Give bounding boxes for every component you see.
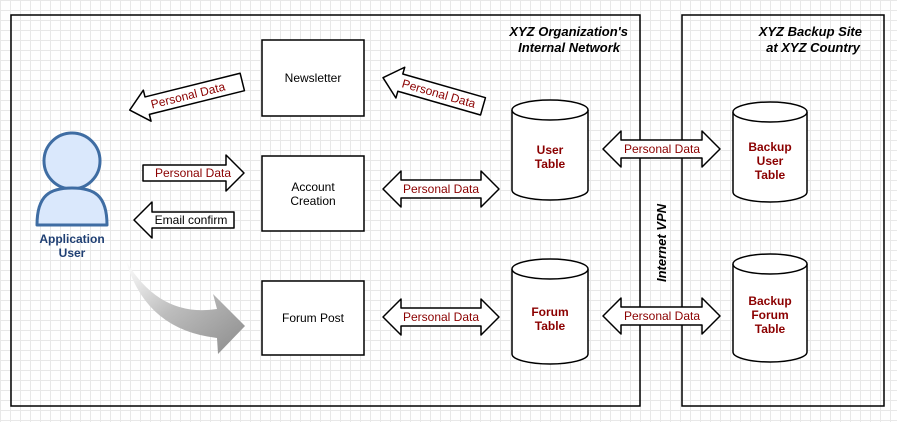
account-to-user-label: Email confirm <box>155 213 228 227</box>
vpn-user-replication-arrow: Personal Data <box>602 130 721 168</box>
account-table-label: Personal Data <box>403 182 479 196</box>
forum-table-arrow: Personal Data <box>382 298 500 336</box>
forum-table-cylinder <box>511 258 589 365</box>
vpn-user-replication-label: Personal Data <box>624 142 700 156</box>
user-to-account-arrow: Personal Data <box>142 154 245 192</box>
account-creation-label-line1: Account <box>291 180 335 194</box>
newsletter-to-user-arrow: Personal Data <box>128 72 246 122</box>
user-table-label-line1: User <box>537 143 564 157</box>
backup-forum-table-label-line1: Backup <box>748 294 791 308</box>
backup-site-title-line2: at XYZ Country <box>766 40 861 55</box>
backup-forum-table-label-line3: Table <box>755 322 786 336</box>
internal-network-zone <box>10 14 641 407</box>
backup-user-table-label-line3: Table <box>755 168 786 182</box>
account-to-user-arrow: Email confirm <box>133 201 235 239</box>
application-user-label-line1: Application <box>39 232 104 246</box>
backup-user-table-label-line2: User <box>757 154 784 168</box>
newsletter-box <box>261 39 365 117</box>
backup-user-table-cylinder <box>732 101 808 203</box>
internal-network-title-line1: XYZ Organization's <box>508 24 628 39</box>
backup-user-table-label-line1: Backup <box>748 140 791 154</box>
forum-table-label-line2: Table <box>535 319 566 333</box>
user-to-account-label: Personal Data <box>155 166 231 180</box>
forum-table-label: Personal Data <box>403 310 479 324</box>
forum-table-label-line1: Forum <box>531 305 568 319</box>
backup-site-title-line1: XYZ Backup Site <box>758 24 862 39</box>
user-table-cylinder <box>511 99 589 201</box>
account-creation-label-line2: Creation <box>290 194 335 208</box>
account-creation-box <box>261 155 365 232</box>
forum-post-label: Forum Post <box>282 311 345 325</box>
application-user-label-line2: User <box>59 246 86 260</box>
backup-forum-table-cylinder <box>732 253 808 363</box>
account-table-arrow: Personal Data <box>382 170 500 208</box>
backup-forum-table-label-line2: Forum <box>751 308 788 322</box>
internal-network-title-line2: Internal Network <box>518 40 621 55</box>
user-to-forum-curved-arrow <box>126 261 245 354</box>
vpn-forum-replication-arrow: Personal Data <box>602 297 721 335</box>
forum-post-box <box>261 280 365 356</box>
backup-site-zone <box>681 14 885 407</box>
application-user-icon <box>35 131 109 227</box>
user-table-label-line2: Table <box>535 157 566 171</box>
newsletter-to-user-label: Personal Data <box>149 79 226 111</box>
table-to-newsletter-arrow: Personal Data <box>382 66 487 116</box>
newsletter-label: Newsletter <box>285 71 342 85</box>
vpn-forum-replication-label: Personal Data <box>624 309 700 323</box>
vpn-label: Internet VPN <box>654 203 669 282</box>
